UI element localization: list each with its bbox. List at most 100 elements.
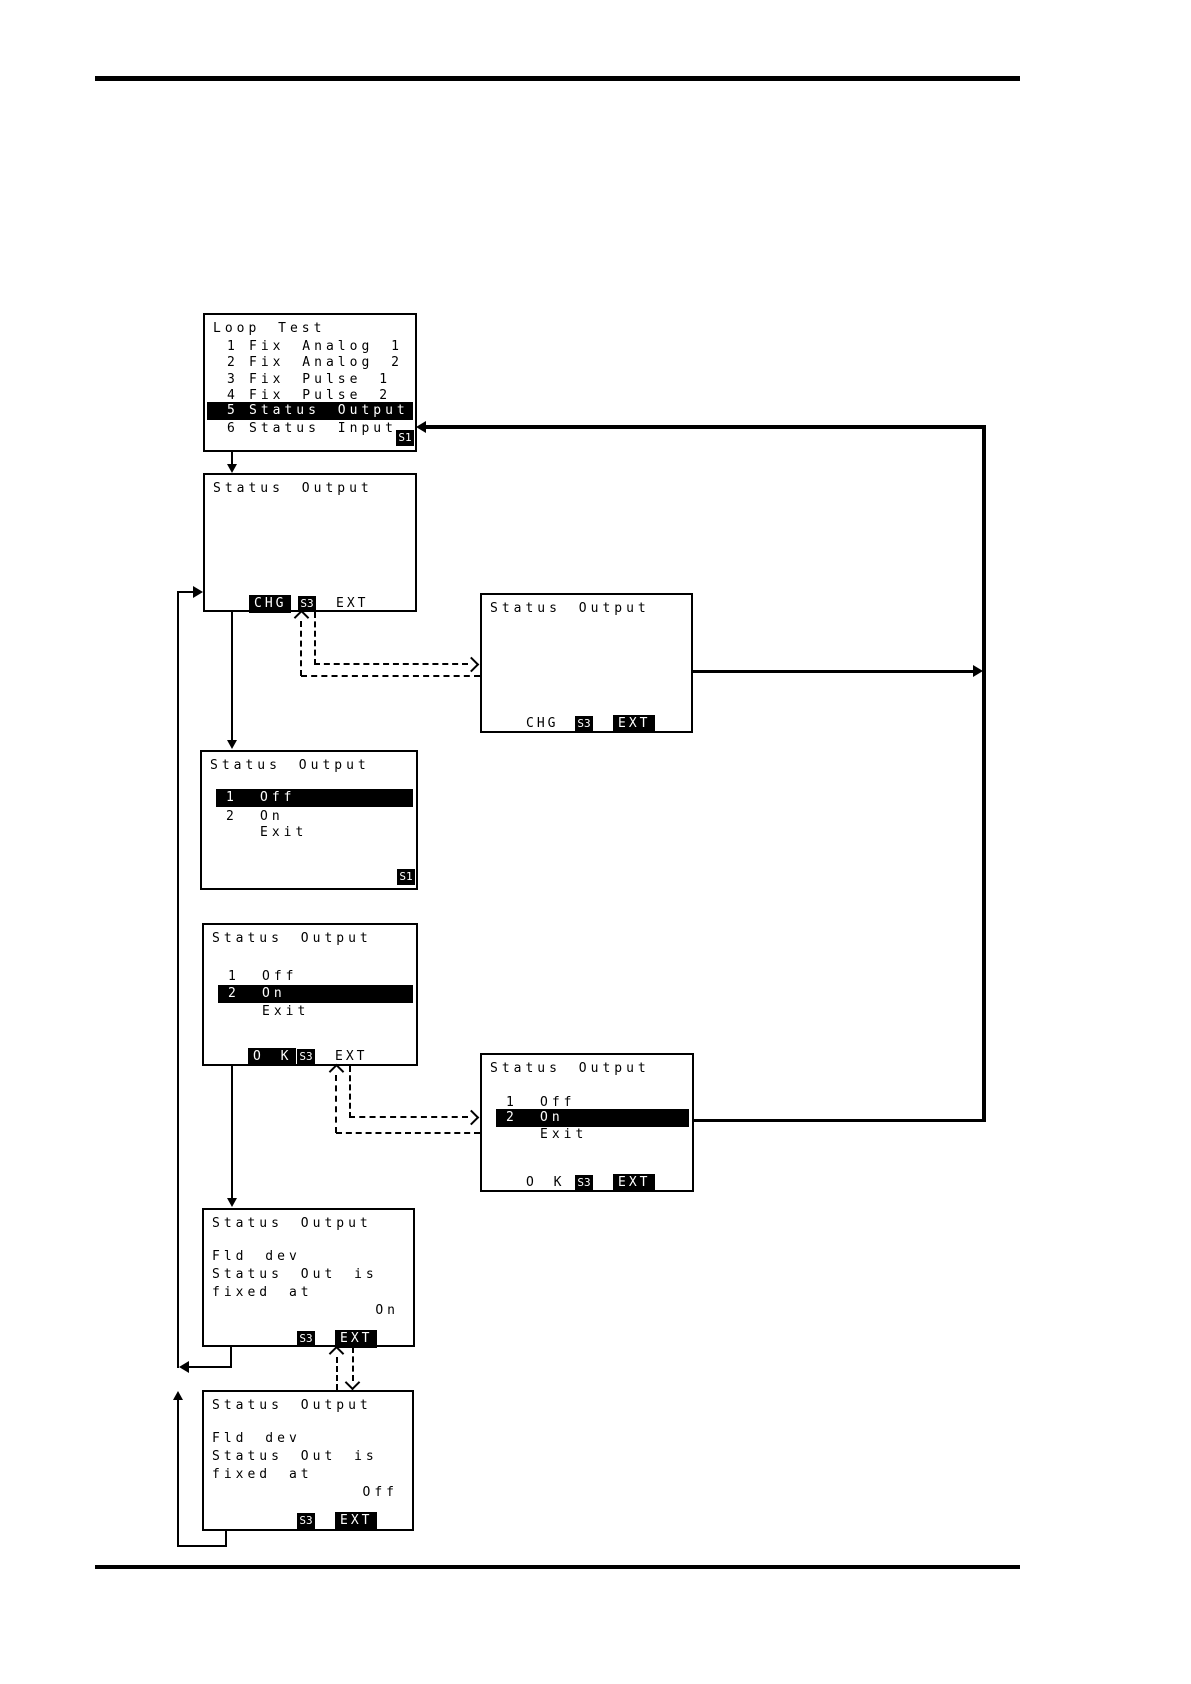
dashed-arrowhead-down-icon <box>344 1374 361 1391</box>
menu-item-num: 3 <box>227 372 239 387</box>
select-on-right-exit-line <box>694 1119 984 1122</box>
message-line: fixed at <box>212 1467 313 1482</box>
screen-title: Status Output <box>213 481 373 496</box>
menu-item: 1 Off <box>204 968 416 986</box>
softkey-ext-badge: EXT <box>613 715 656 733</box>
screen-fixed-on: Status Output Fld dev Status Out is fixe… <box>202 1208 415 1348</box>
menu-item: Exit <box>482 1126 692 1144</box>
arrowhead-down-icon <box>227 464 237 473</box>
menu-item-num: 1 <box>228 969 240 984</box>
menu-item-selected: 2 On <box>218 985 413 1003</box>
arrowhead-down-icon <box>227 1198 237 1207</box>
screen-status-output-display: Status Output CHG S3 EXT <box>203 473 417 613</box>
menu-item: 6 Status Input <box>205 420 415 438</box>
menu-item-num: 5 <box>227 403 239 418</box>
menu-item-num: 1 <box>506 1095 518 1110</box>
softkey-row: S3 EXT <box>204 1512 412 1530</box>
menu-item: 2 Fix Analog 2 <box>205 354 415 372</box>
softkey-row: O K S3 EXT <box>482 1174 692 1192</box>
menu-item-label: Status Input <box>249 421 397 436</box>
menu-item-selected: 5 Status Output <box>207 402 413 420</box>
softkey-row: S3 EXT <box>204 1330 413 1348</box>
menu-item-label: Exit <box>540 1127 588 1142</box>
menu-item-label: Exit <box>262 1004 310 1019</box>
screen-title: Status Output <box>490 601 650 616</box>
arrow-loop-test-to-display <box>231 452 233 465</box>
softkey-chg-label: CHG <box>526 716 559 731</box>
menu-item-label: Exit <box>260 825 308 840</box>
fixed-on-exit-line-h <box>186 1366 232 1368</box>
menu-item-num: 2 <box>227 355 239 370</box>
arrow-display-to-select <box>231 612 233 741</box>
softkey-row: CHG S3 EXT <box>205 595 415 613</box>
menu-item: Exit <box>202 824 416 842</box>
page-top-rule <box>95 76 1020 81</box>
return-line-left-elbow <box>177 591 195 593</box>
dashed-link-select-out-h <box>349 1116 468 1118</box>
softkey-s1-badge: S1 <box>397 869 415 885</box>
menu-item-label: Status Output <box>249 403 409 418</box>
message-line: fixed at <box>212 1285 313 1300</box>
menu-item-num: 1 <box>227 339 239 354</box>
softkey-ext-badge: EXT <box>613 1174 656 1192</box>
menu-item-num: 1 <box>226 790 238 805</box>
screen-title: Status Output <box>490 1061 650 1076</box>
softkey-ok-label: O K <box>526 1175 565 1190</box>
softkey-s3-badge: S3 <box>297 1331 315 1347</box>
status-value: Off <box>362 1485 398 1500</box>
menu-item-label: Fix Analog 2 <box>249 355 403 370</box>
menu-item-num: 2 <box>226 809 238 824</box>
menu-item-label: Off <box>540 1095 576 1110</box>
return-line-right-vertical <box>982 425 986 1122</box>
menu-item: Exit <box>204 1003 416 1021</box>
dashed-link-fixed-down-v <box>352 1347 354 1381</box>
fixed-on-exit-line <box>230 1347 232 1368</box>
message-line: Fld dev <box>212 1249 301 1264</box>
menu-item-num: 4 <box>227 388 239 403</box>
softkey-s1-badge: S1 <box>396 430 414 446</box>
softkey-s3-badge: S3 <box>297 1513 315 1529</box>
display-right-exit-line <box>693 670 976 673</box>
softkey-ext-label: EXT <box>336 596 369 611</box>
dashed-link-select-back-v <box>335 1075 337 1133</box>
menu-item: 2 On <box>202 808 416 826</box>
softkey-ext-badge: EXT <box>335 1330 378 1348</box>
page-bottom-rule <box>95 1565 1020 1569</box>
screen-loop-test: Loop Test 1 Fix Analog 1 2 Fix Analog 2 … <box>203 313 417 452</box>
screen-select-off: Status Output 1 Off 2 On Exit S1 <box>200 750 418 890</box>
menu-item-selected: 2 On <box>496 1109 689 1127</box>
softkey-ext-badge: EXT <box>335 1512 378 1530</box>
menu-item-label: Fix Pulse 2 <box>249 388 392 403</box>
menu-item-label: Fix Analog 1 <box>249 339 403 354</box>
dashed-link-select-out-v <box>349 1066 351 1118</box>
fixed-off-exit-line-h <box>177 1545 227 1547</box>
softkey-s3-badge: S3 <box>575 1175 593 1191</box>
message-line: Status Out is <box>212 1449 378 1464</box>
menu-item: 4 Fix Pulse 2 <box>205 387 415 405</box>
softkey-row: O K S3 EXT <box>204 1048 416 1066</box>
screen-title: Status Output <box>212 1216 372 1231</box>
message-line: Status Out is <box>212 1267 378 1282</box>
softkey-ext-label: EXT <box>335 1049 368 1064</box>
softkey-chg-badge: CHG <box>249 595 292 613</box>
arrowhead-right-icon <box>193 586 203 598</box>
menu-item-label: Off <box>262 969 298 984</box>
menu-item: 1 Off <box>482 1094 692 1112</box>
return-line-top-horizontal <box>426 425 986 429</box>
softkey-s3-badge: S3 <box>297 1049 315 1065</box>
menu-item: 3 Fix Pulse 1 <box>205 371 415 389</box>
softkey-s3-badge: S3 <box>298 596 316 612</box>
fixed-off-exit-line <box>225 1531 227 1547</box>
arrowhead-down-icon <box>227 740 237 749</box>
screen-select-on: Status Output 1 Off 2 On Exit O K S3 EXT <box>202 923 418 1066</box>
menu-item-label: On <box>540 1110 564 1125</box>
message-line: Fld dev <box>212 1431 301 1446</box>
menu-item-num: 2 <box>506 1110 518 1125</box>
dashed-arrowhead-up-icon <box>328 1345 345 1362</box>
menu-item-num: 2 <box>228 986 240 1001</box>
status-value: On <box>375 1303 399 1318</box>
dashed-arrowhead-right-icon <box>463 656 480 673</box>
dashed-link-display-back-v <box>300 621 302 676</box>
menu-item-label: Fix Pulse 1 <box>249 372 392 387</box>
fixed-off-return-vertical <box>177 1400 179 1547</box>
